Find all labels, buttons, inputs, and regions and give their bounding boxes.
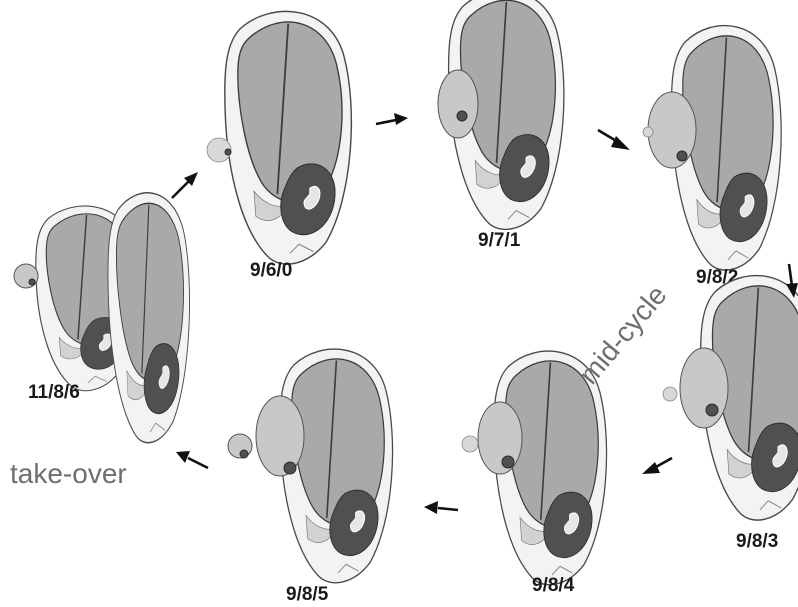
stage-label: 9/8/4 [532, 575, 575, 596]
stage-9-8-4-group: 9/8/4 [462, 351, 607, 596]
bud-icon [648, 92, 696, 168]
arrow-icon [172, 172, 198, 198]
stage-9-8-5-group: 9/8/5 [228, 349, 393, 605]
stage-label: 9/6/0 [250, 260, 292, 281]
stage-label: 9/7/1 [478, 230, 521, 251]
arrow-icon [598, 130, 630, 150]
stage-label: 9/8/5 [286, 584, 329, 605]
zooid-illustration [280, 349, 393, 583]
phase-label-take-over: take-over [10, 458, 127, 489]
stage-11-8-6-group: 11/8/6 [14, 193, 190, 443]
stage-label: 9/8/3 [736, 531, 778, 552]
arrow-icon [424, 501, 458, 514]
stage-label: 11/8/6 [28, 382, 80, 403]
stage-9-7-1-group: 9/7/1 [438, 0, 564, 251]
arrow-icon [376, 113, 408, 125]
bud-icon [438, 70, 478, 138]
zooid-illustration [225, 11, 352, 264]
phase-label-mid-cycle: mid-cycle [573, 279, 673, 389]
stage-9-8-3-group: 9/8/3 [663, 276, 798, 552]
bud-icon [680, 348, 728, 428]
stage-9-8-2-group: 9/8/2 [643, 26, 781, 288]
stage-9-6-0-group: 9/6/0 [207, 11, 351, 281]
bud-icon [478, 402, 522, 474]
arrow-icon [176, 451, 208, 468]
arrow-icon [642, 458, 672, 474]
zooid-illustration [108, 193, 190, 443]
bud-icon [256, 396, 304, 476]
